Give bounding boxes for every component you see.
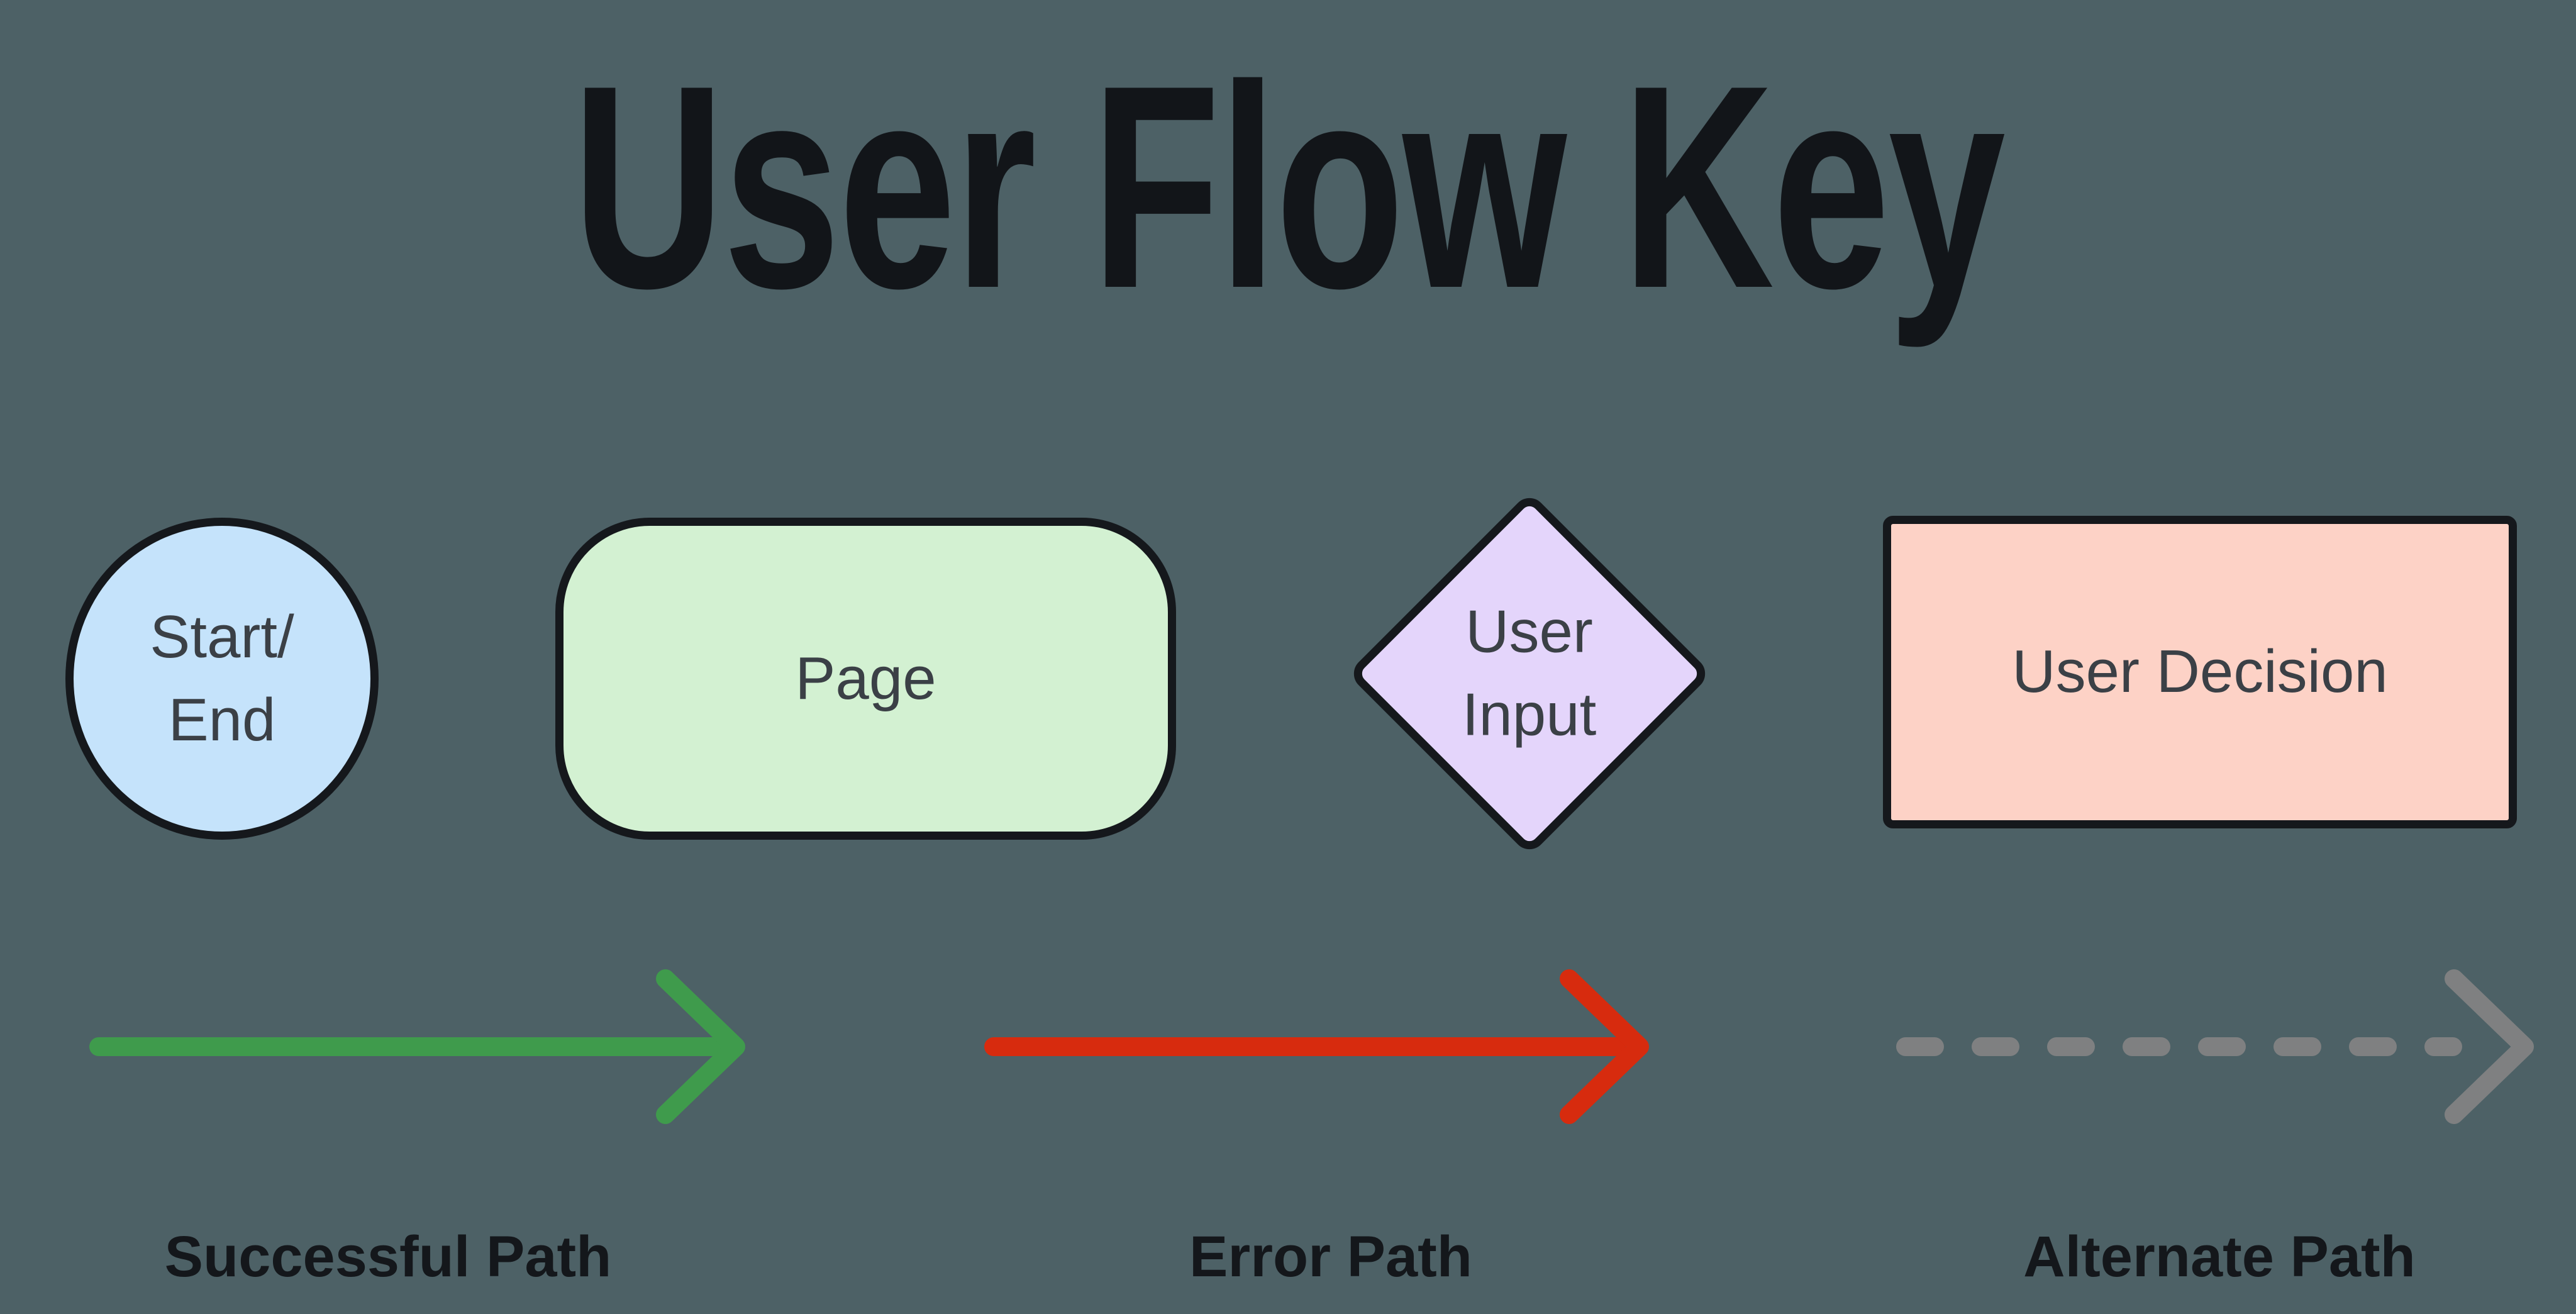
successful-path-arrow-icon <box>89 969 745 1124</box>
error-path-label: Error Path <box>1189 1225 1472 1289</box>
user-decision-label-line-1: User Decision <box>2012 638 2388 706</box>
alternate-path-arrow-icon <box>1896 969 2534 1124</box>
successful-path-arrow-head <box>656 969 745 1124</box>
page-label: Page <box>795 637 936 720</box>
alternate-path-arrow-head <box>2445 969 2534 1124</box>
start-end-label-line-1: Start/ <box>150 603 294 671</box>
error-path-arrow-icon <box>984 969 1649 1124</box>
page-label-line-1: Page <box>795 644 936 712</box>
alternate-path-label: Alternate Path <box>2023 1225 2416 1289</box>
start-end-label: Start/ End <box>150 596 294 762</box>
user-decision-label: User Decision <box>2012 630 2388 713</box>
page-rounded-rect-shape: Page <box>555 518 1176 840</box>
successful-path-label: Successful Path <box>164 1225 612 1289</box>
start-end-label-line-2: End <box>168 686 276 754</box>
title-container: User Flow Key <box>0 43 2576 332</box>
page-title: User Flow Key <box>572 26 2006 348</box>
user-decision-rect-shape: User Decision <box>1883 516 2517 828</box>
error-path-arrow-head <box>1560 969 1649 1124</box>
